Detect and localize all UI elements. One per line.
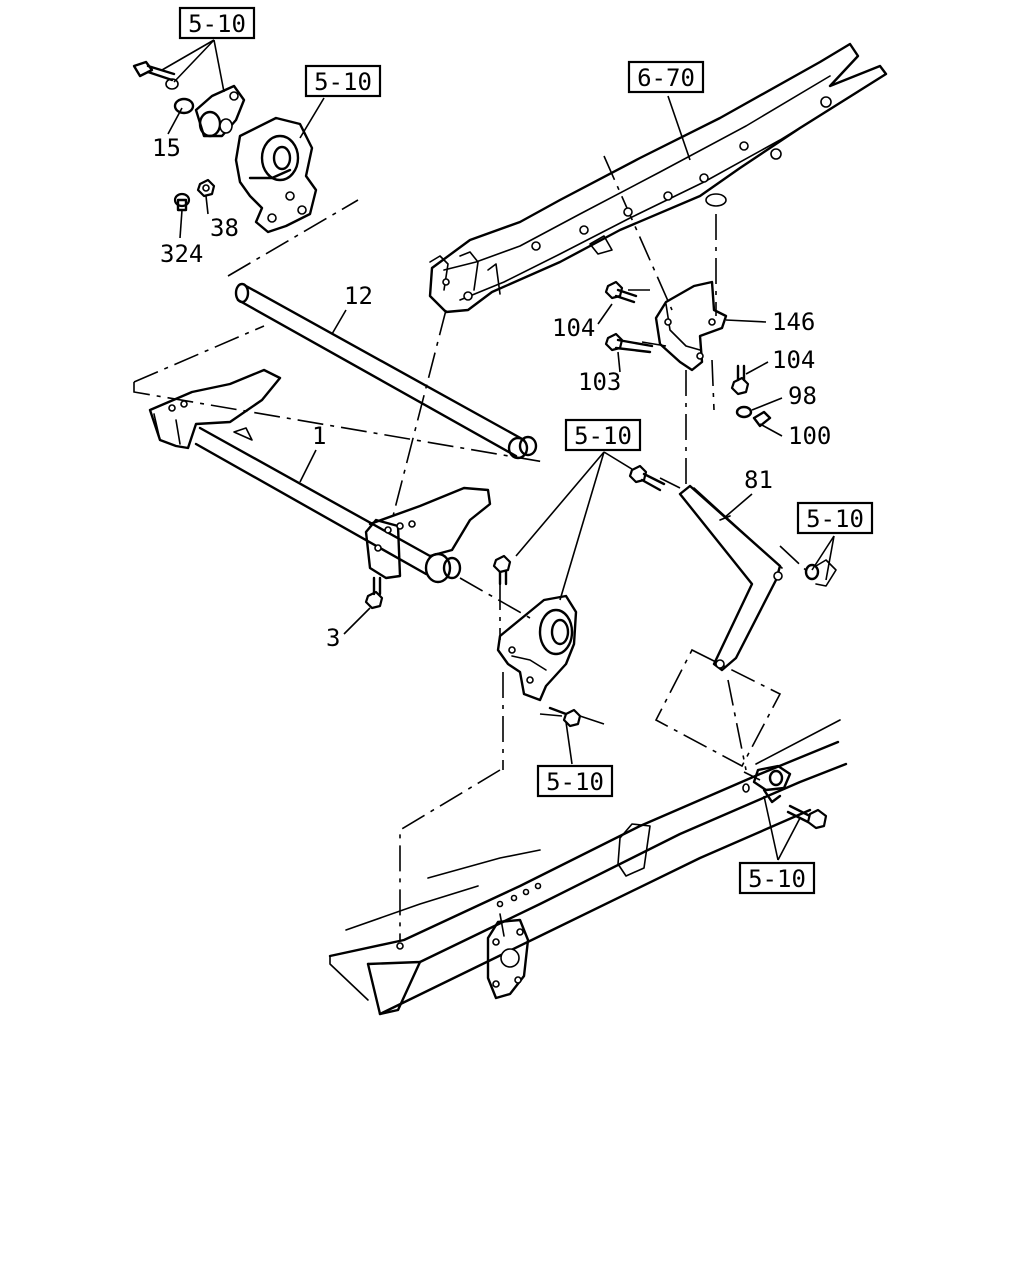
lower-link-end[interactable] xyxy=(742,764,792,804)
ref-label: 5-10 xyxy=(188,10,246,38)
ref-label: 5-10 xyxy=(574,422,632,450)
ref-box-center[interactable]: 5-10 xyxy=(564,418,642,452)
bracket-146[interactable] xyxy=(654,280,728,372)
mount-bracket-small xyxy=(194,84,246,138)
stabilizer-bar[interactable] xyxy=(234,282,538,460)
bolt-104b xyxy=(730,364,750,396)
alignment-lines xyxy=(391,155,811,940)
ref-box-bottom-right[interactable]: 5-10 xyxy=(738,861,816,895)
callout-100: 100 xyxy=(788,422,831,450)
crossmember-beam[interactable] xyxy=(148,368,492,584)
callout-103: 103 xyxy=(578,368,621,396)
ref-box-mount-upper[interactable]: 5-10 xyxy=(304,64,382,98)
pin-bolt xyxy=(628,464,666,492)
ref-label: 6-70 xyxy=(637,64,695,92)
frame-rail-lower[interactable] xyxy=(328,719,848,1016)
leader-lines xyxy=(161,39,835,861)
clip-100 xyxy=(752,410,772,428)
right-bushing xyxy=(804,563,820,581)
bolt-104a xyxy=(604,280,638,304)
ref-label: 5-10 xyxy=(748,865,806,893)
bolt-3 xyxy=(364,576,384,610)
callout-324: 324 xyxy=(160,240,203,268)
ground-planes xyxy=(133,199,782,768)
mount-bolt xyxy=(132,60,179,90)
bolt-324 xyxy=(173,192,191,212)
callout-3: 3 xyxy=(326,624,340,652)
callout-15: 15 xyxy=(152,134,181,162)
center-lower-bolt xyxy=(548,706,582,728)
callout-12: 12 xyxy=(344,282,373,310)
ref-label: 5-10 xyxy=(546,768,604,796)
lower-right-bolt xyxy=(786,804,828,830)
link-rod-81[interactable] xyxy=(678,484,783,672)
ref-label: 5-10 xyxy=(314,68,372,96)
nut-38 xyxy=(196,178,216,198)
callout-38: 38 xyxy=(210,214,239,242)
callout-1: 1 xyxy=(312,422,326,450)
callout-146: 146 xyxy=(772,308,815,336)
engine-mount-cushion xyxy=(234,116,318,234)
ref-box-bolt-center[interactable]: 5-10 xyxy=(536,764,614,798)
ref-label: 5-10 xyxy=(806,505,864,533)
center-upper-bolt xyxy=(492,554,512,586)
callout-104a: 104 xyxy=(552,314,595,342)
ref-box-frame[interactable]: 6-70 xyxy=(627,60,705,94)
callout-81: 81 xyxy=(744,466,773,494)
ref-box-right[interactable]: 5-10 xyxy=(796,501,874,535)
washer-98 xyxy=(735,405,753,419)
callout-104b: 104 xyxy=(772,346,815,374)
upper-mount-assembly[interactable] xyxy=(132,60,318,234)
frame-rail-upper[interactable] xyxy=(428,42,888,314)
ref-box-top-left[interactable]: 5-10 xyxy=(178,6,256,40)
callout-98: 98 xyxy=(788,382,817,410)
bolt-103 xyxy=(604,332,654,354)
o-ring xyxy=(173,97,195,115)
right-bracket-edge xyxy=(815,559,837,587)
center-mount-cushion[interactable] xyxy=(496,594,578,702)
